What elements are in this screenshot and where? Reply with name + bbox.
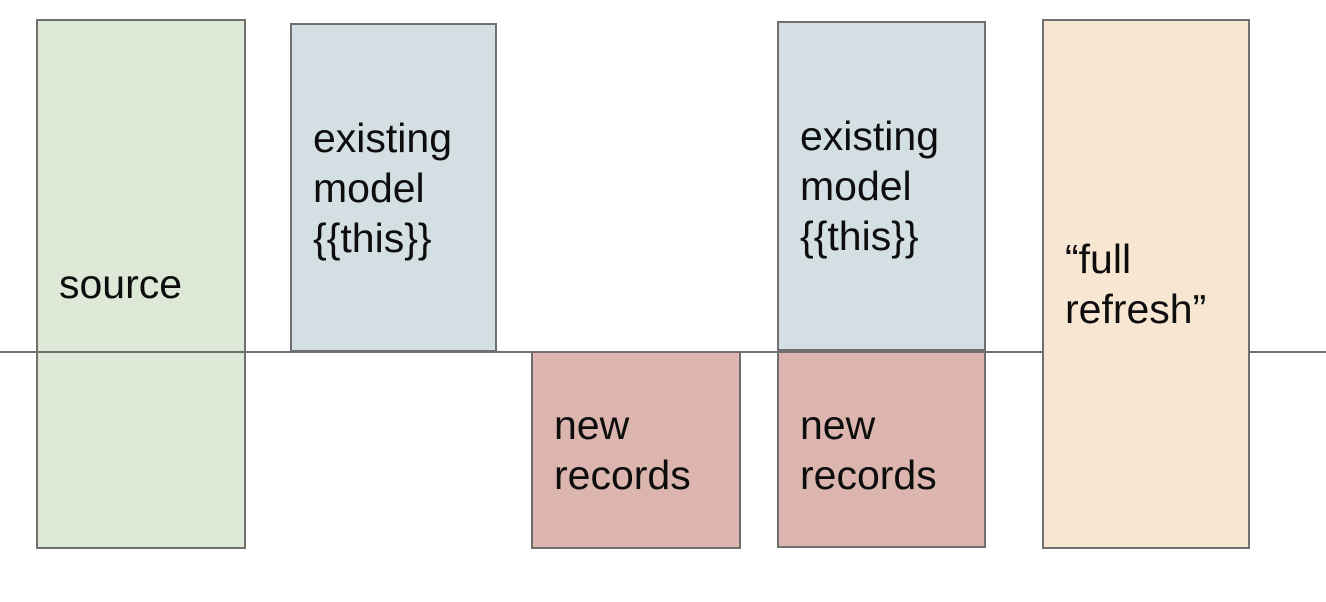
existing-model-box-2: existing model {{this}} [777,21,986,351]
full-refresh-box-label: “full refresh” [1065,236,1207,332]
existing-model-box-2-label: existing model {{this}} [800,113,940,259]
source-box-label: source [59,261,183,307]
new-records-box-2-label: new records [800,401,937,498]
existing-model-box-1: existing model {{this}} [290,23,497,352]
full-refresh-box: “full refresh” [1042,19,1250,549]
new-records-box-1: new records [531,351,741,549]
new-records-box-1-label: new records [554,402,691,498]
new-records-box-2: new records [777,351,986,548]
source-box: source [36,19,246,549]
existing-model-box-1-label: existing model {{this}} [313,114,453,261]
